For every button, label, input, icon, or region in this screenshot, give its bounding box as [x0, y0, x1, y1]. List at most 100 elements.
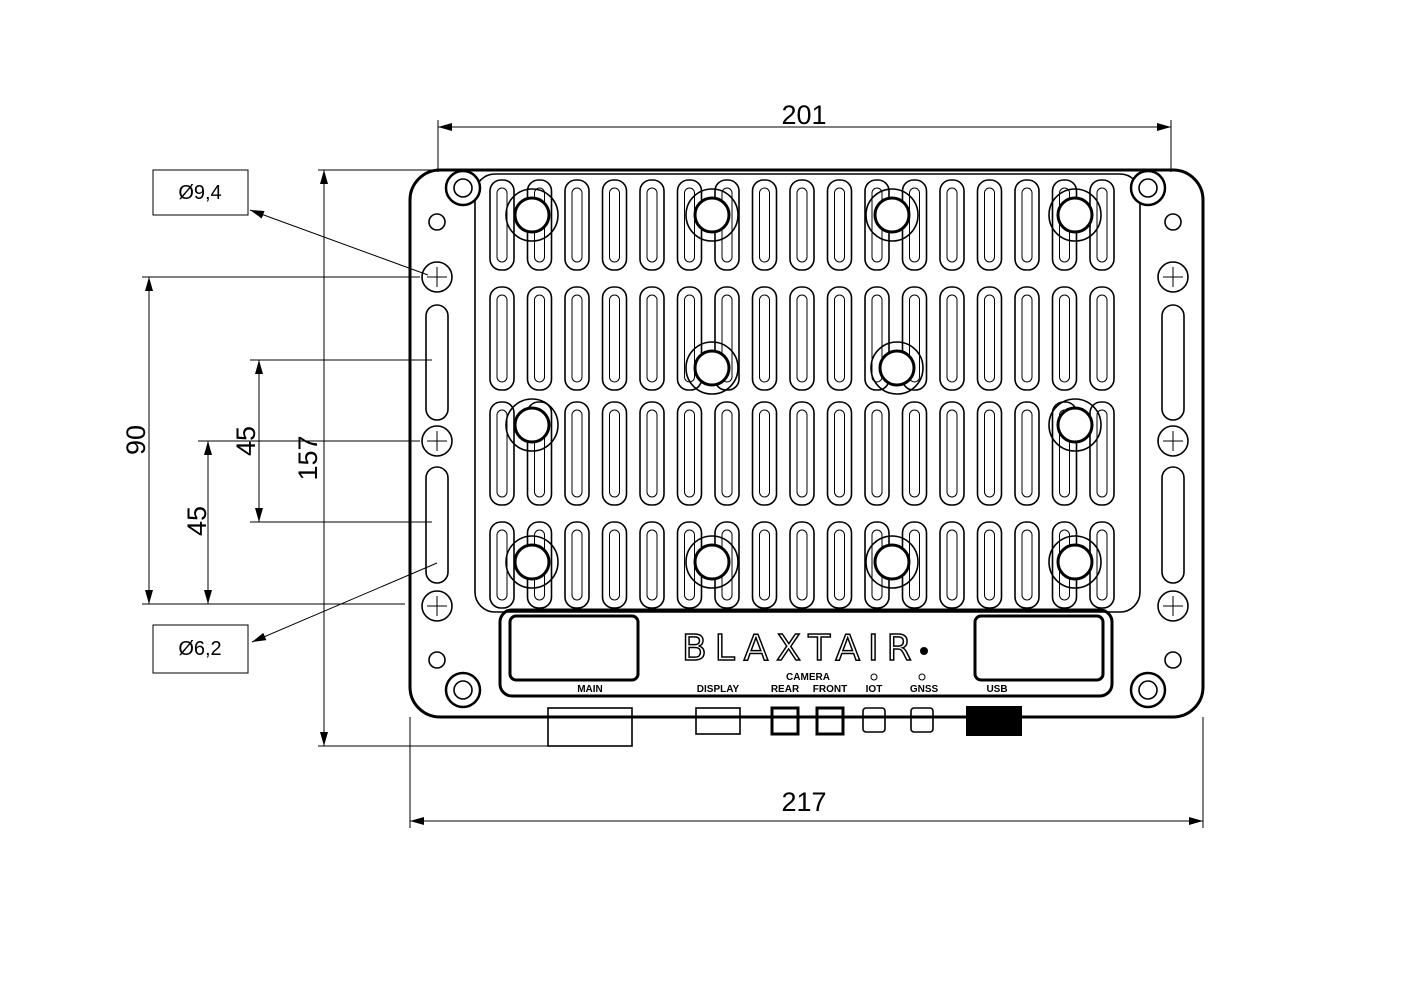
heatsink-fins	[489, 179, 1115, 609]
boss	[865, 535, 919, 589]
mounting-flanges	[421, 169, 1189, 709]
fin-groove	[909, 294, 920, 383]
fin	[526, 401, 553, 506]
fin-groove	[871, 294, 883, 383]
screw	[444, 169, 482, 207]
fin	[901, 401, 928, 506]
dimension-157: 157	[293, 169, 632, 747]
boss	[685, 188, 739, 242]
fin-groove	[834, 409, 845, 498]
fin	[939, 521, 965, 609]
boss	[1048, 535, 1102, 589]
mounting-hole	[421, 590, 453, 622]
fin	[639, 401, 665, 506]
label-camera: CAMERA	[786, 672, 830, 683]
fin-groove	[759, 529, 770, 601]
boss-hole	[1056, 196, 1094, 234]
fin	[826, 179, 853, 271]
boss	[505, 188, 559, 242]
small-hole	[428, 213, 446, 231]
usb-connector	[966, 706, 1022, 736]
fin-groove	[1096, 529, 1108, 601]
boss	[685, 535, 739, 589]
fin	[1051, 286, 1078, 391]
fin-groove	[684, 409, 695, 498]
fin	[751, 401, 778, 506]
mounting-slot	[1161, 304, 1185, 421]
fin-groove	[684, 187, 695, 263]
mounting-slot	[1161, 466, 1185, 584]
fin-groove	[871, 409, 883, 498]
fin	[1014, 286, 1040, 391]
fin	[489, 286, 515, 391]
dimension-201: 201	[437, 100, 1172, 172]
fin	[676, 401, 703, 506]
connector-labels: MAIN DISPLAY CAMERA REAR FRONT IOT GNSS …	[577, 672, 1007, 695]
fin-groove	[646, 187, 658, 263]
fin-groove	[834, 294, 845, 383]
fin-groove	[721, 294, 733, 383]
small-hole	[428, 651, 446, 669]
fin-groove	[759, 187, 770, 263]
screw	[1129, 671, 1167, 709]
fin	[976, 286, 1003, 391]
dimension-45-holes: 45	[182, 440, 420, 604]
fin	[976, 179, 1003, 271]
fin-groove	[1021, 187, 1033, 263]
mounting-slot	[425, 304, 449, 421]
fin	[751, 286, 778, 391]
mounting-slot	[425, 466, 449, 584]
fin	[939, 286, 965, 391]
boss-hole	[1056, 543, 1094, 581]
front-camera-connector	[815, 706, 845, 736]
fin-groove	[759, 409, 770, 498]
fin-groove	[534, 294, 545, 383]
center-mark	[427, 267, 447, 287]
fin-groove	[759, 294, 770, 383]
fin-groove	[834, 187, 845, 263]
callout-small-hole: Ø6,2	[152, 562, 438, 674]
fin	[826, 286, 853, 391]
fin	[564, 401, 590, 506]
fin-groove	[496, 409, 508, 498]
fin-groove	[946, 187, 958, 263]
center-mark	[427, 431, 447, 451]
fin-groove	[571, 294, 583, 383]
fin	[789, 286, 815, 391]
boss-hole	[513, 196, 551, 234]
fin-groove	[496, 529, 508, 601]
heatsink-bosses	[505, 188, 1102, 589]
fin-groove	[609, 409, 620, 498]
mounting-hole	[421, 261, 453, 293]
label-front: FRONT	[813, 684, 847, 695]
callout-large-hole: Ø9,4	[152, 169, 429, 276]
small-hole	[1164, 213, 1182, 231]
fin	[564, 521, 590, 609]
fin-groove	[1021, 294, 1033, 383]
label-iot: IOT	[866, 684, 883, 695]
fin	[939, 401, 965, 506]
fin	[1014, 179, 1040, 271]
fin	[564, 179, 590, 271]
svg-text:90: 90	[121, 425, 151, 455]
boss-hole	[513, 406, 551, 444]
fin-groove	[571, 529, 583, 601]
fin	[976, 521, 1003, 609]
label-display: DISPLAY	[697, 684, 740, 695]
fin-groove	[984, 187, 995, 263]
fin	[864, 286, 890, 391]
fin	[601, 179, 628, 271]
boss-hole	[873, 543, 911, 581]
fin-groove	[946, 294, 958, 383]
mounting-hole	[421, 425, 453, 457]
boss-hole	[513, 543, 551, 581]
fin	[639, 521, 665, 609]
fin	[939, 179, 965, 271]
fin	[639, 286, 665, 391]
fin	[601, 521, 628, 609]
fin-groove	[609, 529, 620, 601]
fin	[639, 179, 665, 271]
fin	[789, 179, 815, 271]
logo-dot	[920, 647, 928, 655]
fin	[601, 286, 628, 391]
